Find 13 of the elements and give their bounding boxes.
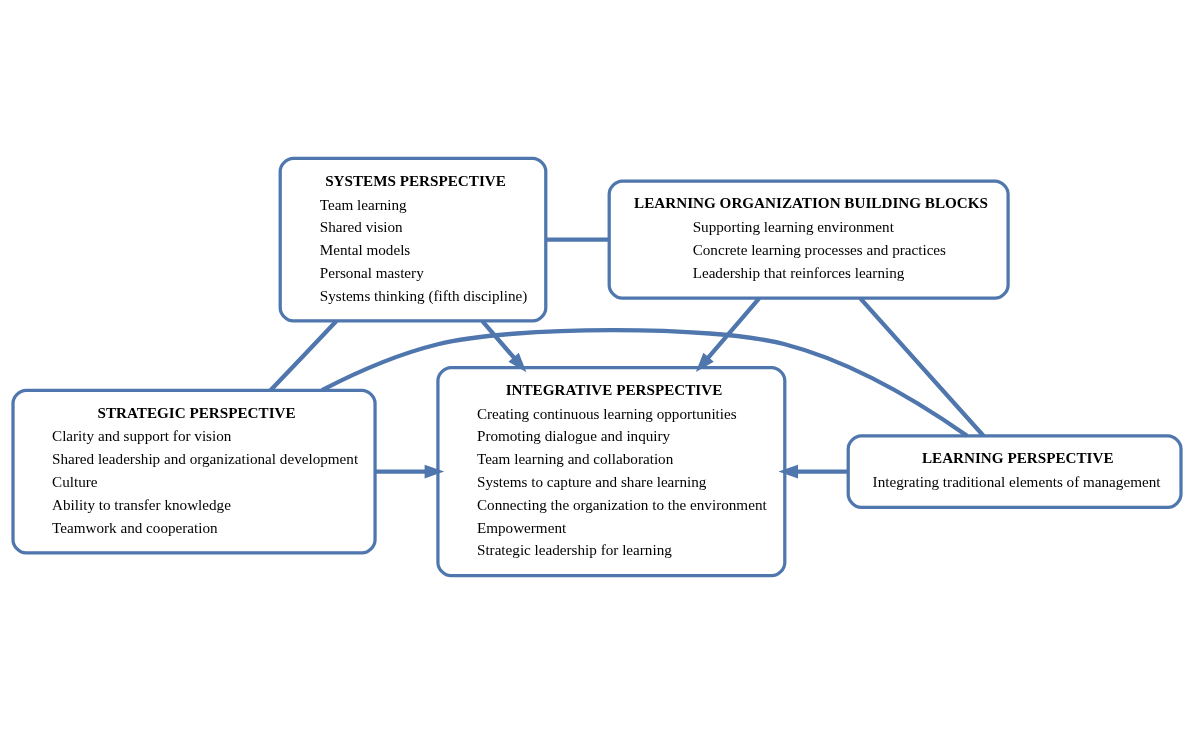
- arrow: [695, 297, 761, 373]
- connector: [545, 237, 610, 242]
- connector: [321, 327, 969, 438]
- arrow: [778, 464, 848, 479]
- node-box: SYSTEMS PERSPECTIVE Team learning Shared vision Mental models Personal mastery Systems thinking (fifth discipline): [278, 156, 548, 323]
- node-box: LEARNING PERSPECTIVE Integrating traditional elements of management: [846, 434, 1183, 509]
- node-box: LEARNING ORGANIZATION BUILDING BLOCKS Supporting learning environment Concrete learning processes and practices Leadership that reinforces learning: [607, 179, 1010, 300]
- connector: [269, 319, 338, 392]
- connector: [858, 296, 985, 438]
- node-box: INTEGRATIVE PERSPECTIVE Creating continuous learning opportunities Promoting dialogue and inquiry Team learning and collaboration Systems to capture and share learning Connecting the organization to the environment Empowerment Strategic leadership for learning: [436, 365, 787, 578]
- arrow: [480, 319, 527, 373]
- arrow: [375, 464, 445, 479]
- node-box: STRATEGIC PERSPECTIVE Clarity and support for vision Shared leadership and organizational development Culture Ability to transfer knowledge Teamwork and cooperation: [11, 388, 377, 555]
